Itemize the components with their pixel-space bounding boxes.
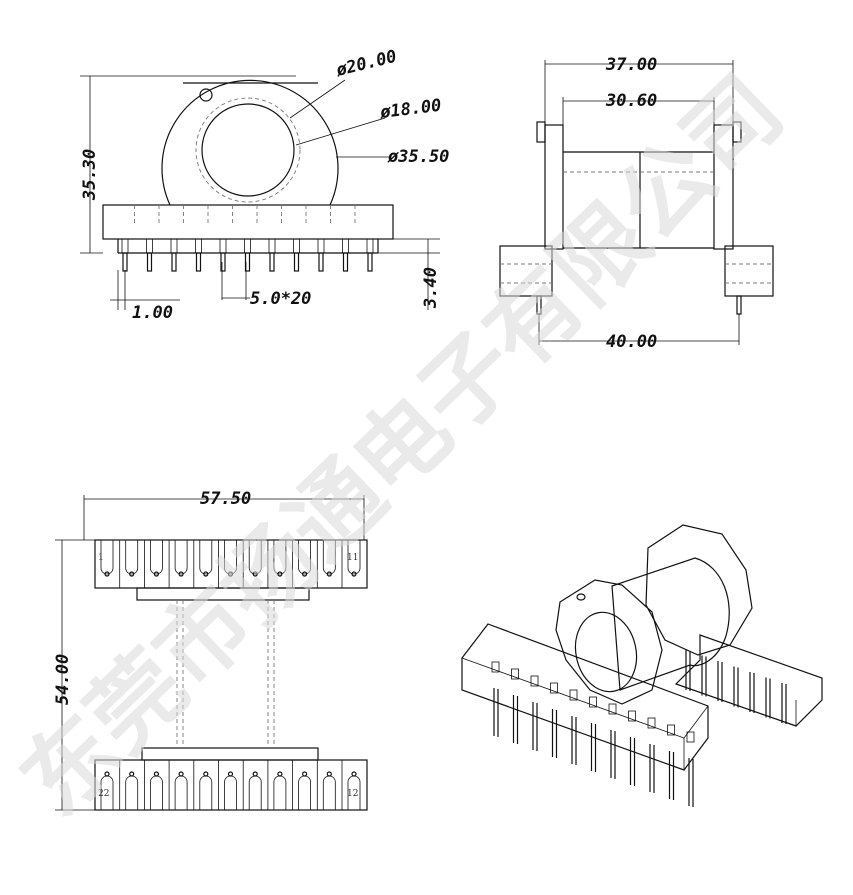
comb-teeth (117, 239, 379, 254)
pin-hole (129, 571, 135, 577)
pin-hole (153, 771, 159, 777)
pin-label-1: 1 (98, 553, 104, 563)
pin-hole (277, 571, 283, 577)
pin-hole (153, 571, 159, 577)
front-pin (269, 252, 275, 272)
side-view: 37.00 30.60 40.00 (499, 55, 774, 352)
front-pin (244, 252, 251, 272)
pin-hole (326, 771, 332, 777)
dim-pin-length: 3.40 (421, 267, 441, 309)
pin-hole (326, 571, 332, 577)
dim-flange-span: 37.00 (605, 55, 657, 75)
pin-hole (104, 771, 110, 777)
dim-pin-pitch: 5.0*20 (250, 289, 311, 309)
pin-hole (252, 571, 258, 577)
dim-winding-width: 30.60 (605, 91, 657, 111)
dim-pin-width: 1.00 (132, 303, 173, 323)
pin-hole (227, 571, 234, 577)
left-pin-block (499, 245, 553, 297)
pin-hole (129, 771, 135, 777)
pin-hole (252, 771, 258, 777)
pin-hole (203, 771, 209, 777)
front-pin (171, 252, 177, 272)
pin-label-22: 22 (98, 789, 109, 799)
pin-hole (302, 571, 308, 577)
dim-height: 35.30 (80, 149, 100, 201)
flange-outline (161, 79, 339, 206)
isometric-view (461, 524, 823, 807)
pin-slots (94, 540, 361, 810)
front-pin (122, 252, 128, 272)
front-pin (367, 252, 373, 272)
bottom-view: 1 11 22 12 57.50 54.00 (53, 489, 368, 811)
pin-hole (178, 571, 184, 577)
dim-diameter-35-5: ø35.50 (387, 147, 449, 167)
front-pin (195, 252, 202, 272)
base-rail (102, 204, 394, 240)
dim-diameter-18: ø18.00 (378, 96, 442, 123)
pin-hole (104, 571, 110, 577)
front-pin (293, 252, 300, 272)
pin-hole (302, 771, 308, 777)
left-flange (544, 124, 564, 250)
right-pin-block (724, 245, 774, 297)
bore-circle (201, 103, 295, 197)
pin-hole (203, 571, 209, 577)
front-pin (342, 252, 349, 272)
pin-hole (351, 571, 357, 577)
pin-hole (351, 771, 357, 777)
orientation-hole (199, 88, 213, 102)
pin-hole (277, 771, 283, 777)
front-view: ø20.00 ø18.00 ø35.50 35.30 3.40 1.00 5.0… (80, 47, 449, 323)
pin-hole (227, 771, 234, 777)
pin-label-12: 12 (347, 789, 358, 799)
front-pin (220, 252, 226, 272)
pin-label-11: 11 (347, 553, 358, 563)
dim-base-width: 40.00 (606, 332, 657, 352)
iso-pins (491, 650, 787, 807)
dim-length: 57.50 (200, 489, 251, 509)
dim-diameter-20: ø20.00 (333, 47, 398, 82)
right-flange (713, 124, 734, 250)
bore-hidden-circle (195, 97, 301, 203)
pin-hole (178, 771, 184, 777)
front-pin (318, 252, 324, 272)
front-pins (121, 205, 374, 272)
watermark-text: 东莞市扬通电子有限公司 (1, 56, 803, 836)
dim-width: 54.00 (53, 654, 73, 705)
front-pin (146, 252, 153, 272)
